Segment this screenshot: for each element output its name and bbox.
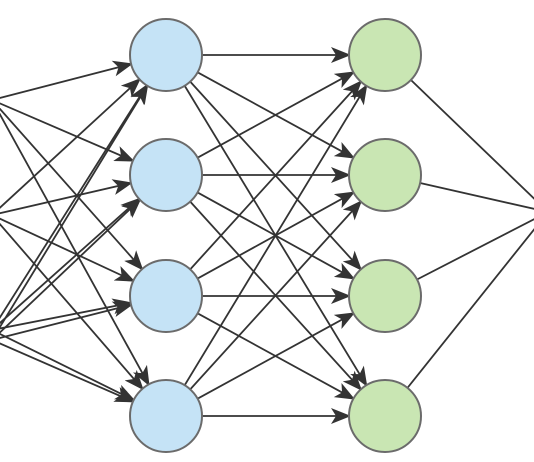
edge-input-2-to-h1-1 — [0, 78, 141, 209]
hidden-1-neuron-2 — [129, 138, 203, 212]
edge-input-2-to-h1-4 — [0, 222, 144, 391]
edge-input-3-to-h1-2 — [0, 197, 141, 325]
hidden-2-neuron-4 — [348, 379, 422, 453]
edge-input-2-to-h1-2 — [0, 179, 133, 215]
edge-h2-1-to-output — [410, 79, 534, 200]
edge-input-4-to-h1-2 — [0, 198, 142, 334]
hidden-1-neuron-3 — [129, 259, 203, 333]
connections — [0, 47, 534, 424]
hidden-1-neuron-1 — [129, 18, 203, 92]
hidden-2-neuron-1 — [348, 18, 422, 92]
edge-input-1-to-h1-3 — [0, 107, 144, 271]
edge-h2-2-to-output — [419, 182, 534, 210]
edge-input-1-to-h1-4 — [0, 112, 150, 387]
edge-input-3-to-h1-4 — [0, 332, 136, 401]
edge-h1-3-to-h2-1 — [189, 80, 363, 270]
edge-h1-2-to-h2-1 — [197, 71, 356, 159]
neurons — [129, 18, 422, 453]
edge-h1-4-to-h2-2 — [189, 200, 363, 390]
edge-input-4-to-h1-4 — [0, 342, 135, 403]
edge-input-3-to-h1-1 — [0, 83, 148, 320]
edge-input-1-to-h1-1 — [0, 60, 134, 99]
edge-h2-3-to-output — [416, 218, 534, 281]
edge-h1-4-to-h2-3 — [197, 312, 356, 400]
hidden-2-neuron-3 — [348, 259, 422, 333]
edge-input-2-to-h1-3 — [0, 217, 136, 282]
edge-h1-4-to-h2-1 — [183, 84, 368, 386]
edge-h2-4-to-output — [406, 228, 534, 389]
hidden-1-neuron-4 — [129, 379, 203, 453]
edge-input-1-to-h1-2 — [0, 102, 135, 162]
hidden-2-neuron-2 — [348, 138, 422, 212]
edge-input-3-to-h1-3 — [0, 298, 133, 330]
edge-input-4-to-h1-1 — [0, 84, 149, 329]
edge-input-4-to-h1-3 — [0, 301, 134, 339]
